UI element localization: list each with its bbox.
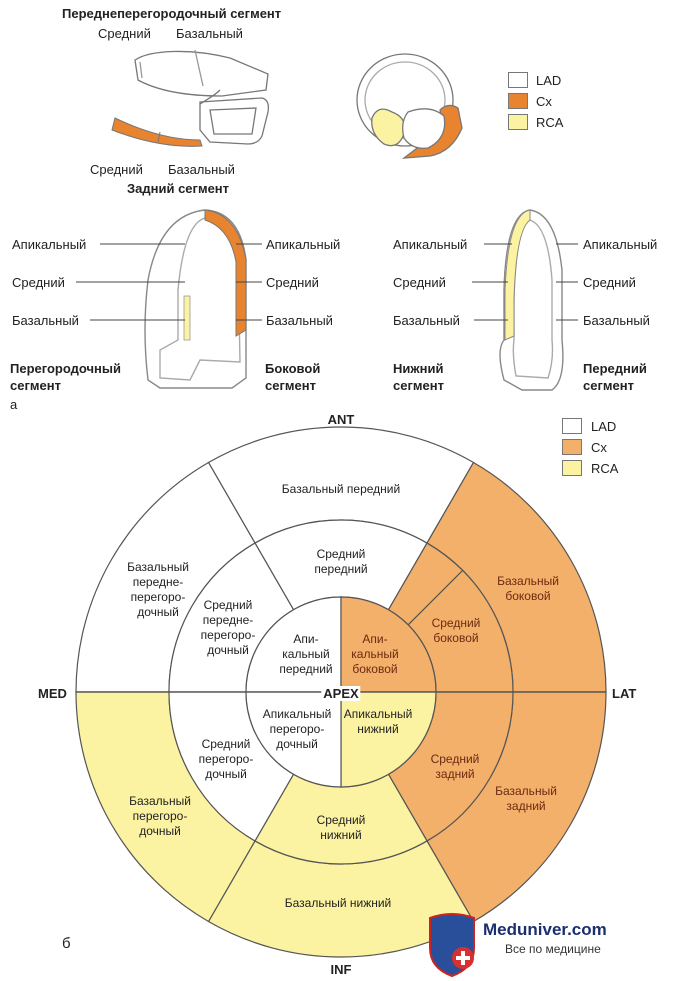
legend2-rca-swatch	[562, 460, 582, 476]
anteroseptal-title: Переднеперегородочный сегмент	[62, 6, 282, 21]
septal-wall-rca	[183, 295, 191, 341]
legend-rca-swatch	[508, 114, 528, 130]
septal-lateral-section	[144, 209, 247, 389]
seg-apical-septal: Апикальный перегоро-дочный	[262, 707, 332, 751]
apical-label-1: Апикальный	[12, 237, 87, 252]
lateral-wall-cx	[204, 209, 247, 337]
legend2-lad-label: LAD	[591, 419, 617, 434]
basal-label-2: Базальный	[266, 313, 333, 328]
legend2-lad-swatch	[562, 418, 582, 434]
mid-label-4: Средний	[583, 275, 636, 290]
ant-label: ANT	[327, 412, 355, 427]
septal-title-2: сегмент	[10, 378, 61, 393]
seg-apical-anterior: Апи-кальный передний	[279, 632, 333, 676]
seg-mid-inferoseptal: Средний перегоро-дочный	[198, 737, 254, 781]
seg-apical-lateral: Апи-кальный боковой	[351, 632, 399, 676]
ring-apical-anterior	[245, 596, 342, 693]
apical-label-4: Апикальный	[583, 237, 658, 252]
mid-label-3: Средний	[393, 275, 446, 290]
septal-title-1: Перегородочный	[10, 361, 122, 376]
mid-label-1: Средний	[12, 275, 65, 290]
posterior-title: Задний сегмент	[127, 181, 230, 196]
short-axis-section	[356, 53, 463, 159]
legend-lad-swatch	[508, 72, 528, 88]
basal-label-3: Базальный	[393, 313, 460, 328]
seg-mid-inferior: Средний нижний	[316, 813, 366, 842]
anterior-title-2: сегмент	[583, 378, 634, 393]
inferior-title-1: Нижний	[393, 361, 444, 376]
mid-label-top: Средний	[98, 26, 151, 41]
legend2-rca-label: RCA	[591, 461, 619, 476]
panel-a-label: а	[10, 397, 18, 412]
mid-label-2: Средний	[266, 275, 319, 290]
legend-cx-label: Cx	[536, 94, 552, 109]
legend2-cx-swatch	[562, 439, 582, 455]
seg-basal-posterior: Базальный задний	[495, 784, 557, 813]
basal-label-top: Базальный	[176, 26, 243, 41]
lateral-title-1: Боковой	[265, 361, 321, 376]
lat-label: LAT	[612, 686, 637, 701]
panel-b-label: б	[62, 935, 71, 952]
posterior-wall-cx	[111, 117, 203, 147]
lateral-title-2: сегмент	[265, 378, 316, 393]
ring-apical-inferior	[340, 691, 437, 788]
apical-label-3: Апикальный	[393, 237, 468, 252]
ring-apical-lateral	[340, 596, 437, 693]
basal-label-post: Базальный	[168, 162, 235, 177]
seg-apical-inferior: Апикальный нижний	[343, 707, 413, 736]
seg-basal-inferior: Базальный нижний	[284, 896, 392, 910]
ring-apical-septal	[245, 691, 342, 788]
seg-mid-lateral: Средний боковой	[431, 616, 481, 645]
apical-label-2: Апикальный	[266, 237, 341, 252]
med-label: MED	[38, 686, 67, 701]
anterior-title-1: Передний	[583, 361, 647, 376]
seg-basal-lateral: Базальный боковой	[497, 574, 559, 603]
seg-mid-anterior: Средний передний	[314, 547, 368, 576]
seg-basal-anterior: Базальный передний	[281, 482, 401, 496]
seg-basal-inferoseptal: Базальный перегоро-дочный	[129, 794, 191, 838]
apex-label: APEX	[321, 686, 361, 701]
legend2-cx-label: Cx	[591, 440, 607, 455]
seg-basal-anteroseptal: Базальный передне-перегоро-дочный	[127, 560, 189, 619]
seg-mid-anteroseptal: Средний передне-перегоро-дочный	[200, 598, 256, 657]
inf-label: INF	[330, 962, 352, 977]
mid-label-post: Средний	[90, 162, 143, 177]
legend-cx-swatch	[508, 93, 528, 109]
long-axis-section	[134, 49, 270, 145]
legend-rca-label: RCA	[536, 115, 564, 130]
seg-mid-posterior: Средний задний	[430, 752, 480, 781]
watermark-tagline: Все по медицине	[505, 942, 601, 956]
watermark-brand[interactable]: Meduniver.com	[483, 920, 607, 939]
basal-label-4: Базальный	[583, 313, 650, 328]
legend-lad-label: LAD	[536, 73, 562, 88]
inferior-title-2: сегмент	[393, 378, 444, 393]
basal-label-1: Базальный	[12, 313, 79, 328]
inferior-wall-rca	[504, 209, 531, 341]
